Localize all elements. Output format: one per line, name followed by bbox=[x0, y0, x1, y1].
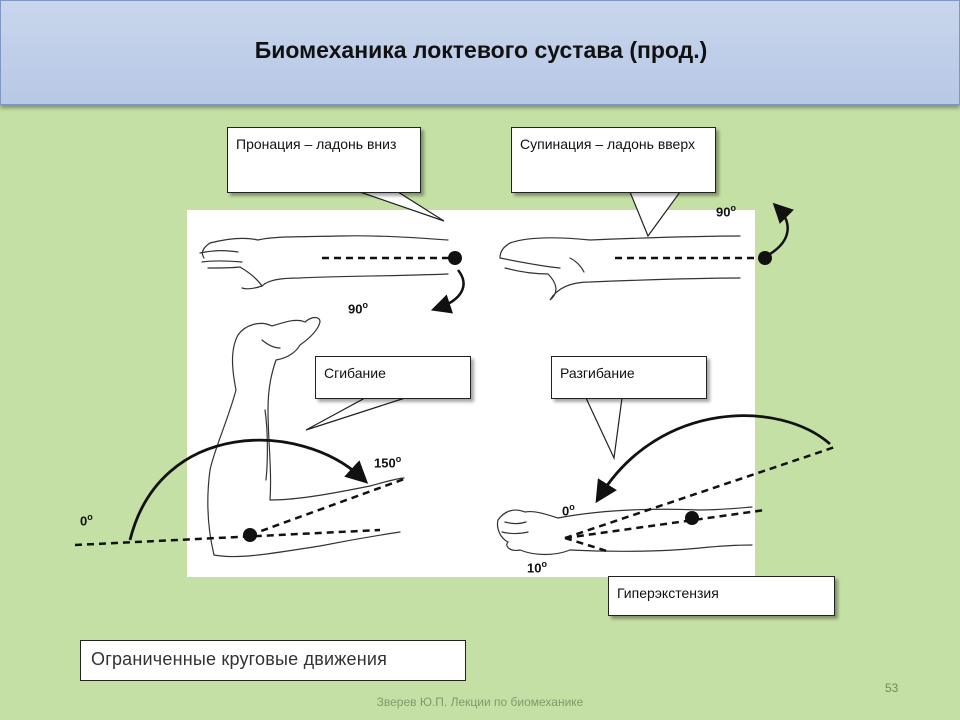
supination-callout: Супинация – ладонь вверх bbox=[511, 127, 716, 193]
extension-callout: Разгибание bbox=[551, 356, 707, 399]
slide-title: Биомеханика локтевого сустава (прод.) bbox=[254, 37, 708, 63]
flexion-end-angle-label: 150o bbox=[374, 454, 402, 471]
bottom-note-box: Ограниченные круговые движения bbox=[80, 640, 466, 681]
flexion-joint-dot bbox=[243, 528, 257, 542]
hyperextension-callout: Гиперэкстензия bbox=[608, 576, 835, 616]
extension-arm-drawing bbox=[496, 506, 753, 556]
supination-rotation-arrow bbox=[769, 202, 794, 256]
extension-label: Разгибание bbox=[560, 365, 635, 381]
title-bar: Биомеханика локтевого сустава (прод.) bbox=[0, 0, 960, 105]
supination-forearm-drawing bbox=[499, 235, 741, 301]
extension-line-straight bbox=[564, 508, 766, 540]
hyperextension-angle-label: 10o bbox=[527, 559, 547, 576]
supination-label: Супинация – ладонь вверх bbox=[520, 136, 695, 152]
extension-arc-arrow bbox=[595, 414, 831, 504]
flexion-start-angle-label: 0o bbox=[80, 512, 93, 529]
pronation-forearm-drawing bbox=[199, 235, 449, 290]
extension-joint-dot bbox=[685, 511, 699, 525]
pronation-joint-dot bbox=[448, 251, 462, 265]
extension-zero-angle-label: 0o bbox=[562, 502, 575, 519]
footer-text: Зверев Ю.П. Лекции по биомеханике bbox=[376, 695, 584, 709]
pronation-rotation-arrow bbox=[430, 269, 465, 314]
supination-angle-label: 90o bbox=[716, 203, 736, 220]
bottom-note-text: Ограниченные круговые движения bbox=[91, 649, 388, 669]
flexion-label: Сгибание bbox=[324, 365, 386, 381]
hyperextension-label: Гиперэкстензия bbox=[617, 585, 719, 601]
flexion-arc-arrow bbox=[128, 438, 369, 541]
flexion-callout: Сгибание bbox=[315, 356, 471, 399]
flexion-zero-line bbox=[74, 528, 381, 547]
extension-line-upper bbox=[564, 445, 836, 540]
flexion-forearm-line bbox=[249, 476, 408, 537]
callout-pointers bbox=[305, 191, 682, 461]
slide-number: 53 bbox=[885, 681, 899, 695]
flexion-arm-drawing bbox=[207, 316, 405, 558]
supination-joint-dot bbox=[758, 251, 772, 265]
pronation-angle-label: 90o bbox=[348, 300, 368, 317]
hyperextension-line bbox=[564, 536, 611, 554]
pronation-label: Пронация – ладонь вниз bbox=[236, 136, 397, 152]
pronation-callout: Пронация – ладонь вниз bbox=[227, 127, 421, 193]
